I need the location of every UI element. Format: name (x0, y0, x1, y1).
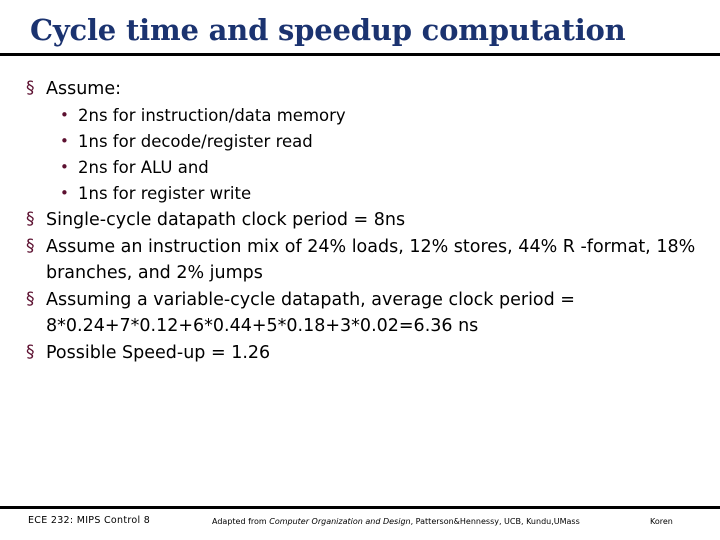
bullet-square-icon: § (26, 342, 35, 362)
bullet-dot-icon: • (60, 158, 69, 176)
list-item: • 2ns for ALU and (26, 155, 698, 180)
list-item: • 2ns for instruction/data memory (26, 103, 698, 128)
footer-attribution-suffix: , Patterson&Hennessy, UCB, Kundu,UMass (410, 517, 580, 526)
bullet-square-icon: § (26, 78, 35, 98)
bullet-dot-icon: • (60, 132, 69, 150)
list-item-label: Possible Speed-up = 1.26 (46, 343, 271, 363)
list-item-label: Single-cycle datapath clock period = 8ns (46, 210, 406, 230)
list-item: • 1ns for decode/register read (26, 129, 698, 154)
bullet-square-icon: § (26, 236, 35, 256)
footer-attribution: Adapted from Computer Organization and D… (212, 516, 580, 527)
list-item-label: 2ns for ALU and (78, 158, 209, 177)
list-item-label: Assume: (46, 79, 122, 99)
bullet-square-icon: § (26, 209, 35, 229)
bullet-dot-icon: • (60, 106, 69, 124)
list-item-label: Assuming a variable-cycle datapath, aver… (46, 290, 575, 336)
list-item-label: Assume an instruction mix of 24% loads, … (46, 237, 696, 283)
list-item-label: 2ns for instruction/data memory (78, 106, 346, 125)
footer-divider-rule (0, 506, 720, 509)
list-item: § Assume an instruction mix of 24% loads… (26, 234, 698, 286)
bullet-square-icon: § (26, 289, 35, 309)
list-item: § Single-cycle datapath clock period = 8… (26, 207, 698, 233)
list-item-label: 1ns for register write (78, 184, 252, 203)
list-item: § Possible Speed-up = 1.26 (26, 340, 698, 366)
slide-body: § Assume: • 2ns for instruction/data mem… (26, 76, 698, 367)
footer-attribution-prefix: Adapted from (212, 517, 270, 526)
list-item: § Assume: (26, 76, 698, 102)
list-item-label: 1ns for decode/register read (78, 132, 313, 151)
footer-course-label: ECE 232: MIPS Control 8 (28, 515, 151, 526)
footer-book-title: Computer Organization and Design (269, 517, 411, 526)
bullet-dot-icon: • (60, 184, 69, 202)
page-title: Cycle time and speedup computation (30, 13, 626, 47)
footer-author-label: Koren (650, 517, 673, 526)
list-item: • 1ns for register write (26, 181, 698, 206)
list-item: § Assuming a variable-cycle datapath, av… (26, 287, 698, 339)
title-divider-rule (0, 53, 720, 56)
